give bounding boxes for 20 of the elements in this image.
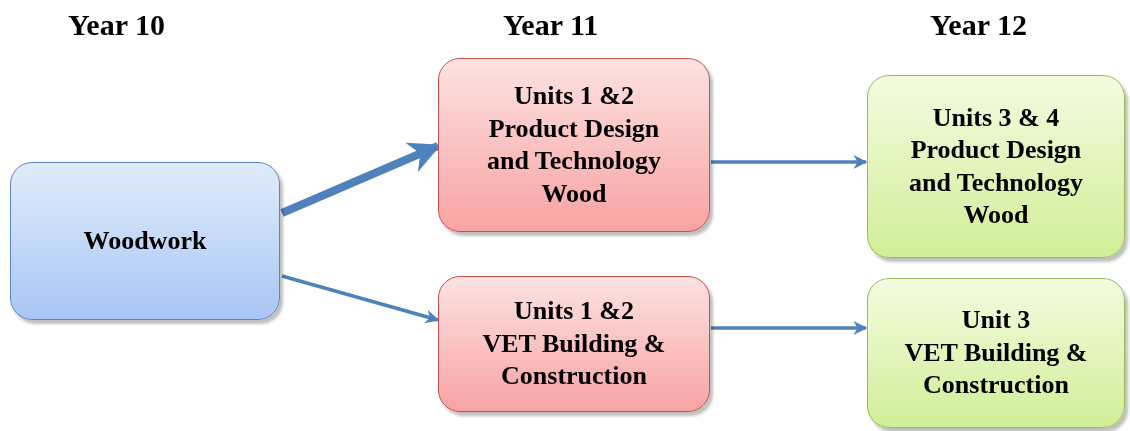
box-text: Product Design and Technology Wood: [485, 112, 663, 210]
column-heading: Year 12: [930, 8, 1027, 42]
column-heading: Year 10: [68, 8, 165, 42]
rounded-box: [867, 278, 1125, 428]
arrow: [711, 155, 868, 169]
box-text: Product Design and Technology Wood: [907, 134, 1085, 231]
box-heading: Units 1 &2: [514, 80, 634, 112]
box-heading: Units 1 &2: [514, 295, 634, 328]
arrow: [281, 274, 440, 324]
column-heading: Year 11: [503, 8, 599, 42]
arrow: [711, 321, 868, 335]
rounded-box: [867, 75, 1125, 258]
box-heading: Units 3 & 4: [932, 101, 1060, 134]
box-heading: Unit 3: [961, 304, 1031, 337]
box-heading: Woodwork: [83, 224, 207, 257]
rounded-box: [438, 276, 710, 412]
box-text: VET Building & Construction: [903, 336, 1089, 402]
rounded-box: [10, 162, 280, 320]
box-text: VET Building & Construction: [481, 327, 667, 393]
rounded-box: [438, 58, 710, 232]
